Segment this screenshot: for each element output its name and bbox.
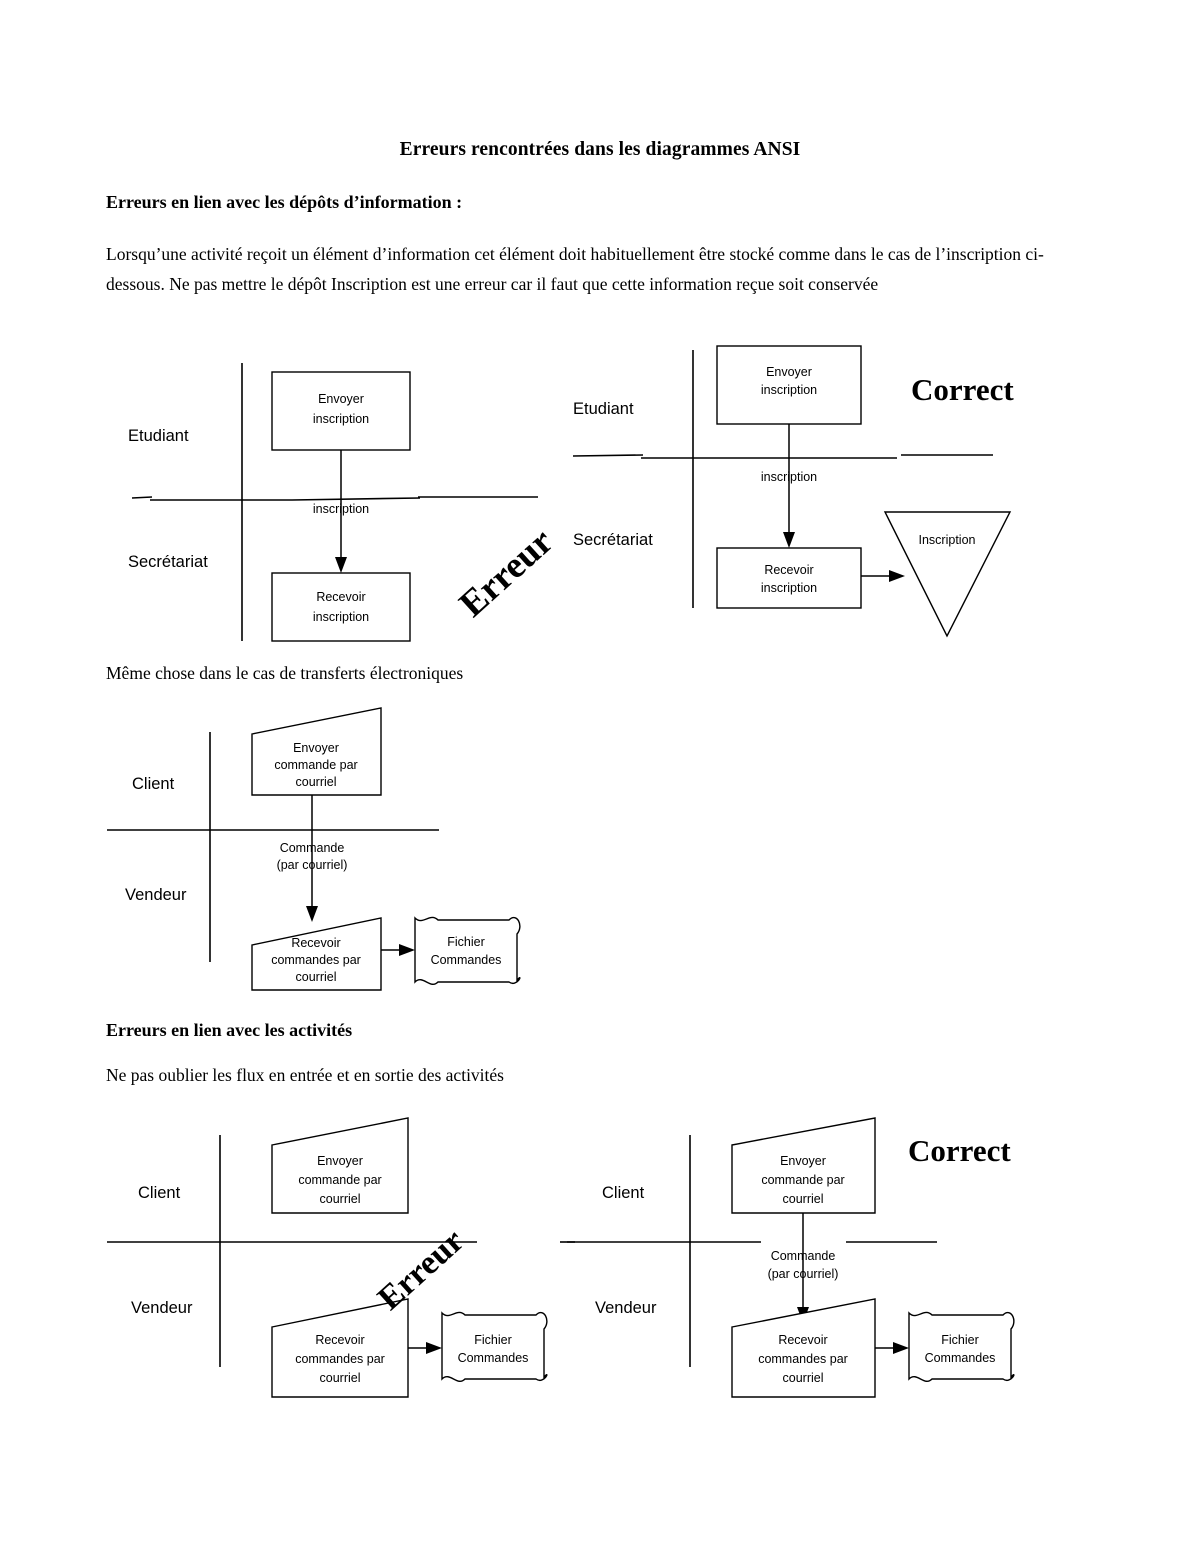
diagram-commande-courriel: Client Vendeur Envoyer commande par cour… xyxy=(105,700,535,1000)
flow-arrow-head xyxy=(335,557,347,573)
data-store-triangle-inscription xyxy=(883,511,1012,638)
file-label-line2: Commandes xyxy=(458,1351,529,1365)
file-arrow-head xyxy=(399,944,415,956)
activity-envoyer-line2: commande par xyxy=(298,1173,381,1187)
file-label-line2: Commandes xyxy=(431,953,502,967)
store-arrow-head xyxy=(889,570,905,582)
activity-box-recevoir xyxy=(271,572,411,642)
watermark-correct-1: Correct xyxy=(911,372,1014,407)
activity-envoyer-line3: courriel xyxy=(783,1192,824,1206)
flow-label-line2: (par courriel) xyxy=(277,858,348,872)
swimlane-horizontal-divider-seg1 xyxy=(572,454,644,457)
section-heading-depots: Erreurs en lien avec les dépôts d’inform… xyxy=(106,192,463,212)
activity-envoyer-line3: courriel xyxy=(296,775,337,789)
activity-recevoir-line1: Recevoir xyxy=(291,936,340,950)
section-paragraph-depots: Lorsqu’une activité reçoit un élément d’… xyxy=(106,244,1044,294)
lane-label-bottom: Vendeur xyxy=(125,886,187,904)
flow-label-line1: Commande xyxy=(280,841,345,855)
activity-envoyer-line2: commande par xyxy=(761,1173,844,1187)
lane-label-bottom: Secrétariat xyxy=(128,553,208,571)
activity-shape-envoyer-commande xyxy=(731,1117,876,1214)
diagram-activites-correct: Client Vendeur Envoyer commande par cour… xyxy=(565,1105,1045,1405)
activity-box-envoyer xyxy=(271,371,411,451)
activity-shape-envoyer-commande xyxy=(271,1117,409,1214)
flow-label-line2: (par courriel) xyxy=(768,1267,839,1281)
activity-recevoir-line1: Recevoir xyxy=(315,1333,364,1347)
swimlane-horizontal-divider-seg1 xyxy=(131,496,153,499)
lane-label-top: Client xyxy=(138,1184,181,1202)
data-store-file-commandes xyxy=(441,1311,548,1382)
lane-label-bottom: Vendeur xyxy=(595,1299,657,1317)
activity-envoyer-line2: inscription xyxy=(313,412,369,426)
file-arrow-head xyxy=(893,1342,909,1354)
lane-label-top: Client xyxy=(602,1184,645,1202)
flow-label-inscription: inscription xyxy=(313,502,369,516)
lane-label-top: Etudiant xyxy=(573,400,634,418)
activity-recevoir-line3: courriel xyxy=(783,1371,824,1385)
flow-arrow-head xyxy=(783,532,795,548)
activity-envoyer-line1: Envoyer xyxy=(317,1154,363,1168)
flow-arrow-head xyxy=(306,906,318,922)
flow-label-line1: Commande xyxy=(771,1249,836,1263)
data-store-file-commandes xyxy=(414,916,521,985)
activity-recevoir-line3: courriel xyxy=(296,970,337,984)
activity-envoyer-line1: Envoyer xyxy=(780,1154,826,1168)
watermark-correct-2: Correct xyxy=(908,1133,1011,1168)
lane-label-bottom: Vendeur xyxy=(131,1299,193,1317)
caption-transferts-electroniques: Même chose dans le cas de transferts éle… xyxy=(106,663,464,683)
lane-label-bottom: Secrétariat xyxy=(573,531,653,549)
diagram-activites-erreur: Client Vendeur Envoyer commande par cour… xyxy=(105,1105,575,1405)
activity-recevoir-line2: commandes par xyxy=(295,1352,385,1366)
activity-envoyer-line2: commande par xyxy=(274,758,357,772)
swimlane-horizontal-divider-seg3 xyxy=(291,497,421,501)
activity-envoyer-line1: Envoyer xyxy=(318,392,364,406)
flow-label-inscription: inscription xyxy=(761,470,817,484)
data-store-label: Inscription xyxy=(919,533,976,547)
diagram-inscription-correct: Etudiant Secrétariat Envoyer inscription… xyxy=(565,332,1035,652)
activity-shape-recevoir-commandes xyxy=(731,1298,876,1398)
file-arrow-head xyxy=(426,1342,442,1354)
file-label-line1: Fichier xyxy=(474,1333,512,1347)
activity-recevoir-line1: Recevoir xyxy=(778,1333,827,1347)
activity-envoyer-line1: Envoyer xyxy=(766,365,812,379)
activity-envoyer-line1: Envoyer xyxy=(293,741,339,755)
section-paragraph-activites: Ne pas oublier les flux en entrée et en … xyxy=(106,1065,504,1085)
file-label-line1: Fichier xyxy=(447,935,485,949)
file-label-line2: Commandes xyxy=(925,1351,996,1365)
activity-recevoir-line2: inscription xyxy=(313,610,369,624)
activity-envoyer-line3: courriel xyxy=(320,1192,361,1206)
activity-shape-envoyer-commande xyxy=(251,707,382,796)
activity-recevoir-line1: Recevoir xyxy=(316,590,365,604)
activity-recevoir-line1: Recevoir xyxy=(764,563,813,577)
activity-shape-recevoir-commandes xyxy=(271,1298,409,1398)
activity-envoyer-line2: inscription xyxy=(761,383,817,397)
activity-recevoir-line2: inscription xyxy=(761,581,817,595)
lane-label-top: Etudiant xyxy=(128,427,189,445)
activity-recevoir-line3: courriel xyxy=(320,1371,361,1385)
activity-recevoir-line2: commandes par xyxy=(758,1352,848,1366)
activity-shape-recevoir-commandes xyxy=(251,917,382,991)
lane-label-top: Client xyxy=(132,775,175,793)
page-title: Erreurs rencontrées dans les diagrammes … xyxy=(399,139,801,160)
activity-recevoir-line2: commandes par xyxy=(271,953,361,967)
file-label-line1: Fichier xyxy=(941,1333,979,1347)
section-heading-activites: Erreurs en lien avec les activités xyxy=(106,1020,353,1040)
data-store-file-commandes xyxy=(908,1311,1015,1382)
diagram-inscription-erreur: Etudiant Secrétariat Envoyer inscription… xyxy=(110,345,570,650)
activity-box-recevoir xyxy=(716,547,862,609)
